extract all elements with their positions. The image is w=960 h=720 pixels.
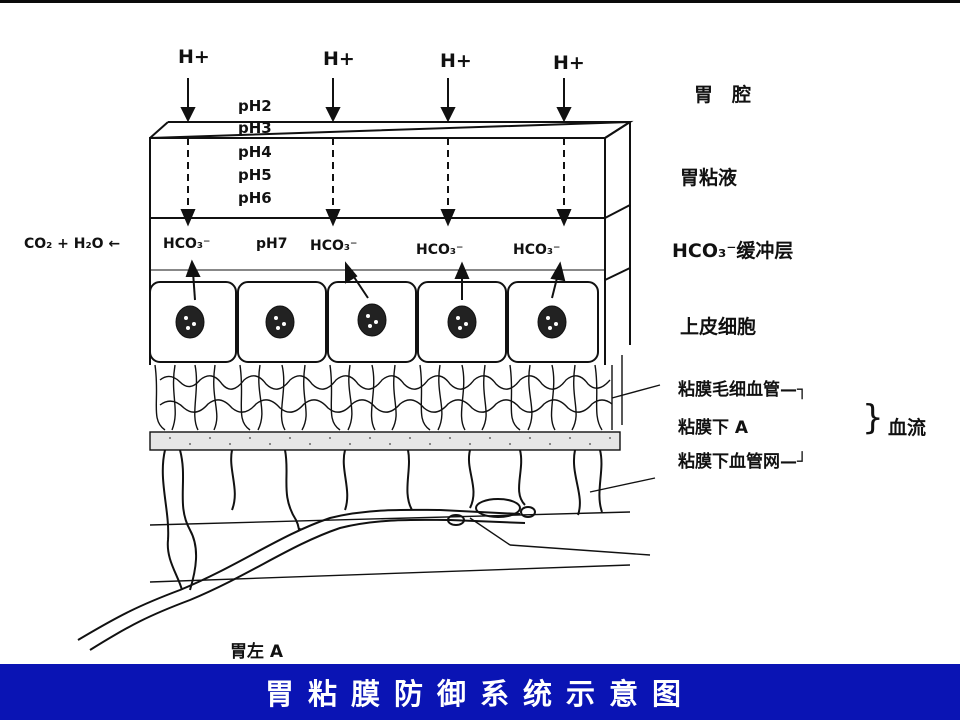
epithelial-cell — [507, 281, 599, 363]
submucosal-plexus-label: 粘膜下血管网—┘ — [678, 452, 808, 472]
cell-nucleus — [447, 305, 477, 339]
submucosal-floor-lines — [149, 511, 631, 583]
title-bar: 胃粘膜防御系统示意图 — [0, 664, 960, 720]
bicarbonate-label: HCO₃⁻ — [513, 242, 561, 258]
gastric-mucus-label: 胃粘液 — [680, 167, 738, 189]
cell-nucleus — [357, 303, 387, 337]
ph-level-label: pH6 — [238, 189, 272, 207]
epithelial-cell — [327, 281, 417, 363]
bicarbonate-label: HCO₃⁻ — [310, 238, 358, 254]
bicarbonate-label: HCO₃⁻ — [416, 242, 464, 258]
submucosal-artery-label: 粘膜下 A — [678, 418, 749, 438]
ph7-label: pH7 — [256, 236, 288, 252]
ph-level-label: pH2 — [238, 97, 272, 115]
bicarbonate-buffer-layer-label: HCO₃⁻缓冲层 — [672, 240, 794, 262]
bicarbonate-arrows — [185, 259, 566, 301]
cell-nucleus — [537, 305, 567, 339]
submucosa-band — [149, 431, 621, 451]
epithelial-cells — [149, 281, 599, 363]
epithelial-cell — [237, 281, 327, 363]
epithelial-cell-label: 上皮细胞 — [680, 316, 757, 338]
blood-flow-label: 血流 — [888, 417, 927, 439]
mucosal-capillary-label: 粘膜毛细血管—┐ — [678, 380, 808, 400]
hydrogen-ion-label: H+ — [553, 52, 585, 74]
co2-water-equation: CO₂ + H₂O ← — [24, 236, 121, 252]
capillary-network — [154, 355, 623, 431]
leader-lines — [469, 384, 661, 556]
left-gastric-artery — [77, 498, 536, 651]
blood-flow-bracket: } — [862, 398, 884, 438]
submucosal-vessels — [161, 449, 603, 591]
mucosa-diagram — [77, 78, 661, 651]
ph-level-label: pH3 — [238, 119, 272, 137]
left-gastric-artery-label: 胃左 A — [230, 642, 284, 662]
hydrogen-ion-label: H+ — [323, 48, 355, 70]
ph-level-label: pH4 — [238, 143, 272, 161]
ph-level-label: pH5 — [238, 166, 272, 184]
bicarbonate-label: HCO₃⁻ — [163, 236, 211, 252]
top-border — [0, 0, 960, 3]
cell-nucleus — [175, 305, 205, 339]
gastric-lumen-label: 胃 腔 — [694, 84, 752, 106]
mucus-layer — [149, 137, 606, 219]
slide-title: 胃粘膜防御系统示意图 — [264, 677, 695, 711]
hydrogen-ion-label: H+ — [178, 46, 210, 68]
hydrogen-arrows — [180, 78, 572, 227]
hydrogen-ion-label: H+ — [440, 50, 472, 72]
block-top-face — [149, 120, 634, 139]
cell-nucleus — [265, 305, 295, 339]
